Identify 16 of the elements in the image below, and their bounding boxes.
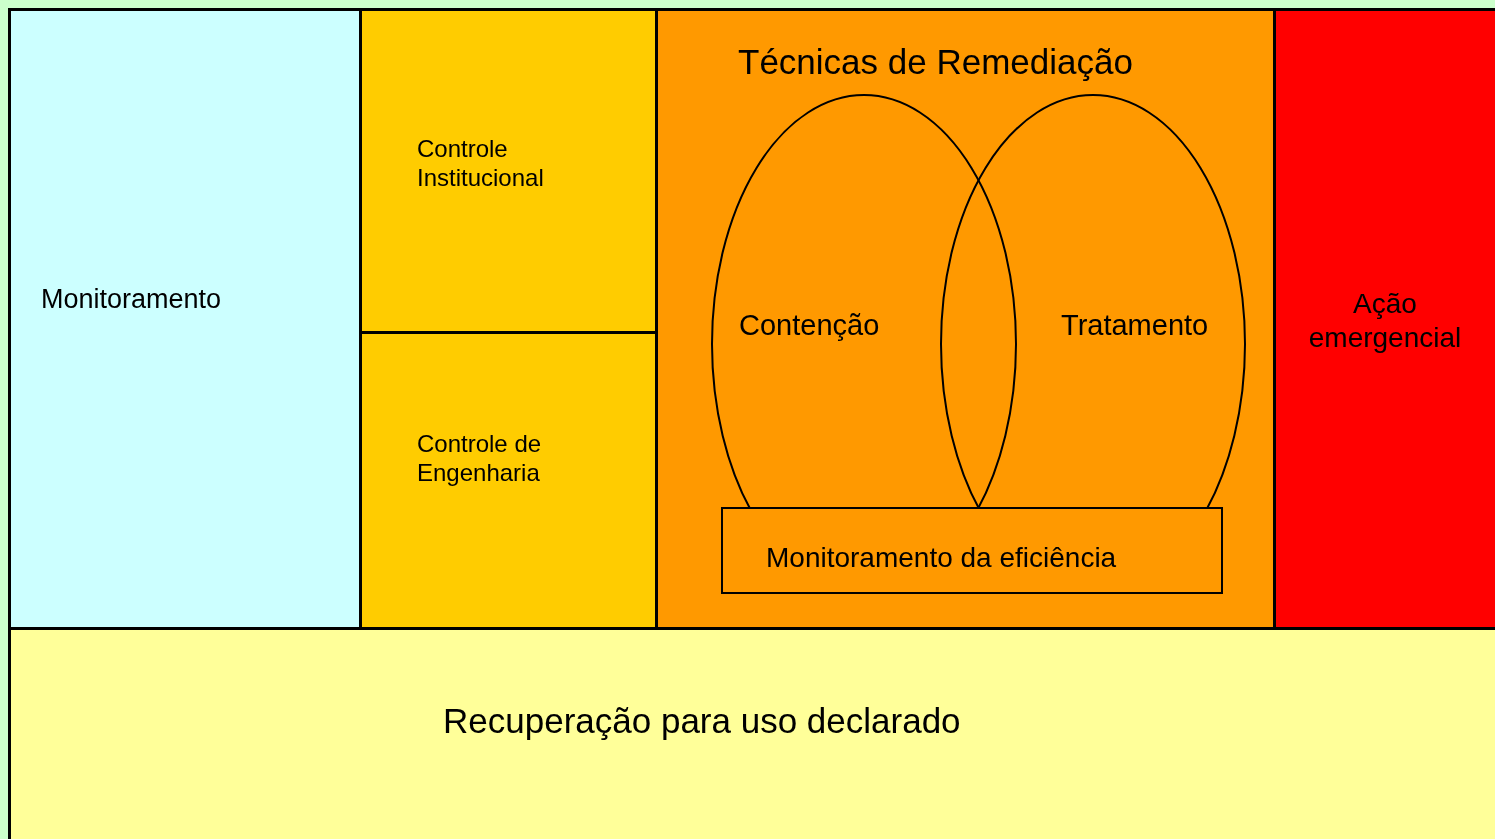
- node-label: Monitoramento da eficiência: [766, 541, 1118, 575]
- node-label: Controle de Engenharia: [417, 430, 543, 488]
- efficiency-box: [721, 507, 1223, 594]
- node-label: Técnicas de Remediação: [738, 41, 1134, 83]
- control-panel: [359, 331, 658, 630]
- recovery-panel: [8, 627, 1495, 839]
- node-label: Tratamento: [1061, 308, 1210, 343]
- emergency-panel: [1273, 8, 1495, 630]
- remediation-panel: [655, 8, 1276, 630]
- node-label: Controle Institucional: [417, 135, 545, 193]
- monitoring-panel: [8, 8, 362, 630]
- node-label: Monitoramento: [41, 283, 223, 316]
- control-panel: [359, 8, 658, 334]
- node-label: Recuperação para uso declarado: [443, 700, 962, 742]
- node-label: Contenção: [739, 308, 881, 343]
- node-label: Ação emergencial: [1307, 287, 1463, 355]
